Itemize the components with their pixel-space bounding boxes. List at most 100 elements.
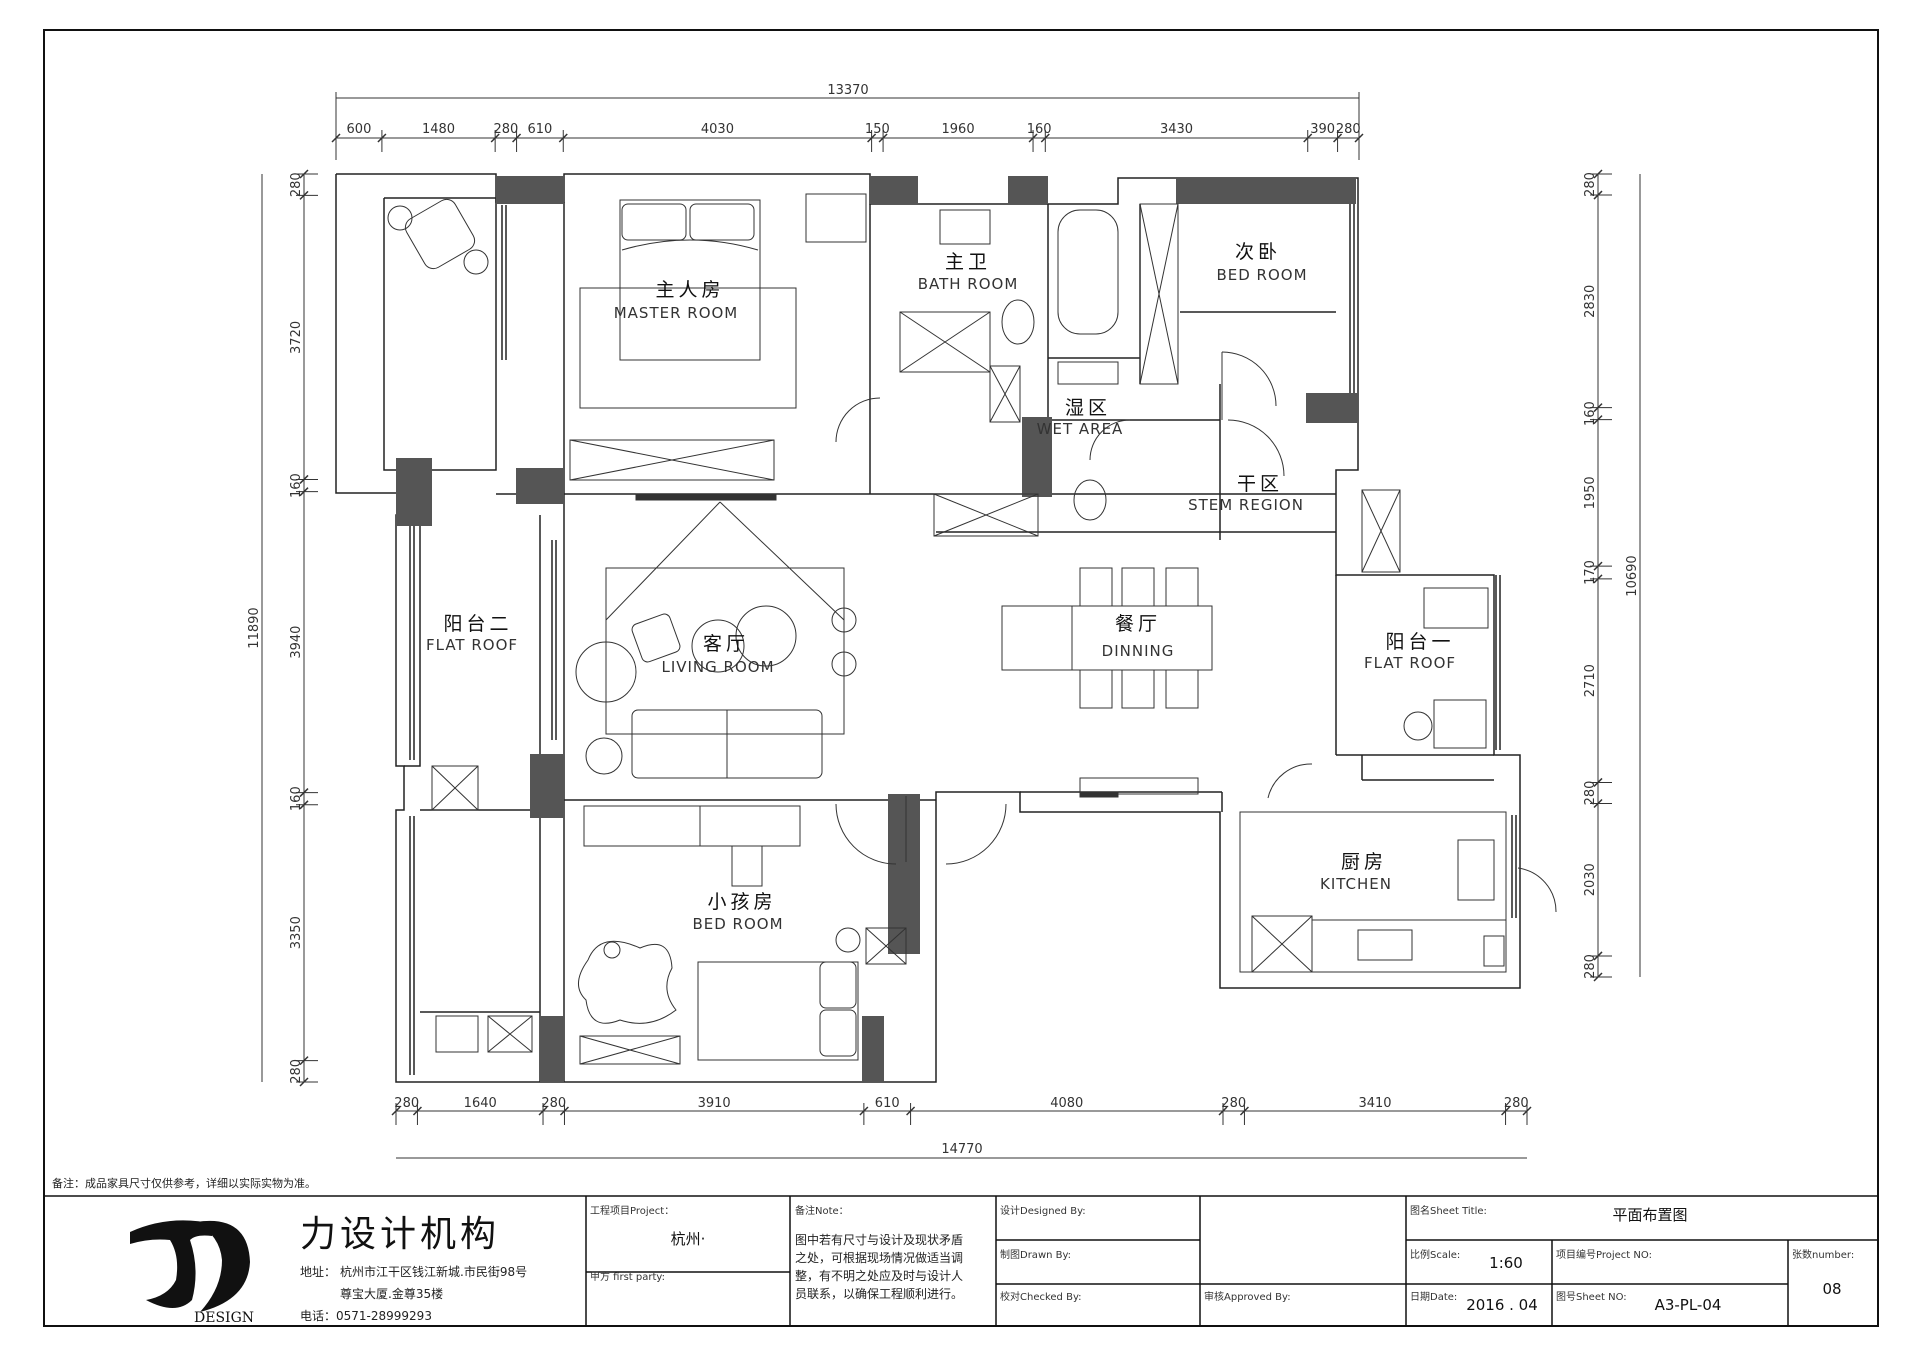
dim-right-3: 1950 (1583, 476, 1598, 509)
dim-left-5: 3350 (289, 916, 304, 949)
dim-bottom-8: 280 (1504, 1096, 1529, 1111)
dim-top-1: 1480 (422, 122, 455, 137)
notes-label: 备注Note： (795, 1204, 849, 1217)
dim-right-7: 2030 (1583, 863, 1598, 896)
dim-right-2: 160 (1583, 401, 1598, 426)
room-labels: 主人房 MASTER ROOM 主卫 BATH ROOM 次卧 BED ROOM… (426, 241, 1456, 933)
party-label: 甲方 first party: (590, 1270, 665, 1283)
room-wet-cn: 湿区 (1065, 397, 1111, 419)
dim-top-4: 4030 (701, 122, 734, 137)
dim-bottom-total: 14770 (941, 1142, 982, 1157)
dim-bottom-2: 280 (541, 1096, 566, 1111)
dim-bottom-3: 3910 (698, 1096, 731, 1111)
dim-top-2: 280 (493, 122, 518, 137)
dim-top-8: 3430 (1160, 122, 1193, 137)
company-name: 力设计机构 (300, 1214, 500, 1255)
date-label: 日期Date: (1410, 1291, 1457, 1303)
dim-top-9: 390 (1310, 122, 1335, 137)
room-kids-en: BED ROOM (692, 915, 783, 933)
dim-top-6: 1960 (942, 122, 975, 137)
logo-text: DESIGN (194, 1310, 254, 1326)
dim-left-4: 160 (289, 786, 304, 811)
room-second-bed-cn: 次卧 (1235, 241, 1281, 263)
sheet-no-label: 图号Sheet NO: (1556, 1291, 1627, 1303)
scale-value: 1:60 (1489, 1254, 1523, 1272)
room-master-bath-cn: 主卫 (945, 251, 991, 273)
dimension-lines (261, 92, 1641, 1159)
room-dining-cn: 餐厅 (1115, 613, 1161, 635)
room-kitchen-en: KITCHEN (1320, 875, 1392, 893)
dim-top-10: 280 (1336, 122, 1361, 137)
room-balcony1-en: FLAT ROOF (1364, 654, 1456, 672)
company-phone: 电话：0571-28999293 (300, 1309, 432, 1323)
notes-line4: 员联系，以确保工程顺利进行。 (795, 1286, 963, 1301)
dimension-labels: 13370 600 1480 280 610 4030 150 1960 160 3430 390… (247, 83, 1640, 1157)
address-line2: 尊宝大厦.金尊35楼 (340, 1286, 443, 1301)
dim-bottom-1: 1640 (464, 1096, 497, 1111)
sheet-title-label: 图名Sheet Title: (1410, 1204, 1487, 1217)
dim-top-7: 160 (1027, 122, 1052, 137)
dim-left-6: 280 (289, 1059, 304, 1084)
checked-label: 校对Checked By: (1000, 1290, 1082, 1303)
approved-label: 审核Approved By: (1204, 1290, 1291, 1303)
room-kitchen-cn: 厨房 (1341, 851, 1387, 873)
dim-top-0: 600 (347, 122, 372, 137)
dim-bottom-7: 3410 (1358, 1096, 1391, 1111)
dim-top-3: 610 (527, 122, 552, 137)
dim-right-total: 10690 (1625, 555, 1640, 596)
room-living-en: LIVING ROOM (661, 658, 774, 676)
room-balcony1-cn: 阳台一 (1385, 631, 1454, 653)
sheet-frame (43, 29, 1879, 1327)
dim-right-6: 280 (1583, 781, 1598, 806)
company-logo: DESIGN (130, 1220, 254, 1326)
dim-bottom-4: 610 (875, 1096, 900, 1111)
dim-top-5: 150 (865, 122, 890, 137)
scale-label: 比例Scale: (1410, 1248, 1460, 1261)
dim-right-1: 2830 (1583, 285, 1598, 318)
sheet-title-value: 平面布置图 (1612, 1206, 1687, 1224)
title-block-text: 力设计机构 地址： 杭州市江干区钱江新城.市民街98号 尊宝大厦.金尊35楼 电… (300, 1204, 1854, 1323)
room-kids-cn: 小孩房 (707, 891, 776, 913)
plan-walls (335, 173, 1521, 1083)
dim-bottom-6: 280 (1221, 1096, 1246, 1111)
address-label: 地址： (300, 1265, 336, 1279)
room-master-cn: 主人房 (655, 279, 724, 301)
address-line1: 杭州市江干区钱江新城.市民街98号 (340, 1264, 527, 1279)
dim-left-1: 3720 (289, 321, 304, 354)
project-label: 工程项目Project： (590, 1205, 674, 1217)
room-dining-en: DINNING (1102, 642, 1175, 660)
dim-left-2: 160 (289, 473, 304, 498)
room-master-en: MASTER ROOM (614, 304, 739, 322)
dim-bottom-5: 4080 (1050, 1096, 1083, 1111)
dim-right-5: 2710 (1583, 664, 1598, 697)
designed-label: 设计Designed By: (1000, 1204, 1086, 1217)
notes-line3: 整，有不明之处应及时与设计人 (795, 1268, 963, 1283)
number-value: 08 (1822, 1280, 1841, 1298)
dim-right-4: 170 (1583, 560, 1598, 585)
dim-top-total: 13370 (827, 83, 868, 98)
plan-note: 备注：成品家具尺寸仅供参考，详细以实际实物为准。 (52, 1176, 316, 1190)
project-no-label: 项目编号Project NO: (1556, 1248, 1652, 1261)
room-wet-en: WET AREA (1037, 420, 1124, 438)
room-balcony2-en: FLAT ROOF (426, 636, 518, 654)
wall-columns (396, 176, 1358, 1082)
project-value: 杭州· (671, 1230, 706, 1248)
dim-right-0: 280 (1583, 172, 1598, 197)
room-balcony2-cn: 阳台二 (443, 613, 512, 635)
room-dry-en: STEM REGION (1188, 496, 1304, 514)
title-block (43, 1195, 1879, 1327)
dim-left-total: 11890 (247, 607, 262, 648)
room-living-cn: 客厅 (703, 633, 749, 655)
furniture (387, 193, 1557, 1065)
drawn-label: 制图Drawn By: (1000, 1248, 1071, 1261)
date-value: 2016 . 04 (1466, 1296, 1538, 1314)
sheet-no-value: A3-PL-04 (1655, 1296, 1722, 1314)
dim-right-8: 280 (1583, 954, 1598, 979)
notes-line1: 图中若有尺寸与设计及现状矛盾 (795, 1232, 963, 1247)
room-dry-cn: 干区 (1237, 473, 1283, 495)
room-second-bed-en: BED ROOM (1216, 266, 1307, 284)
room-master-bath-en: BATH ROOM (918, 275, 1019, 293)
dim-left-0: 280 (289, 172, 304, 197)
dim-bottom-0: 280 (394, 1096, 419, 1111)
